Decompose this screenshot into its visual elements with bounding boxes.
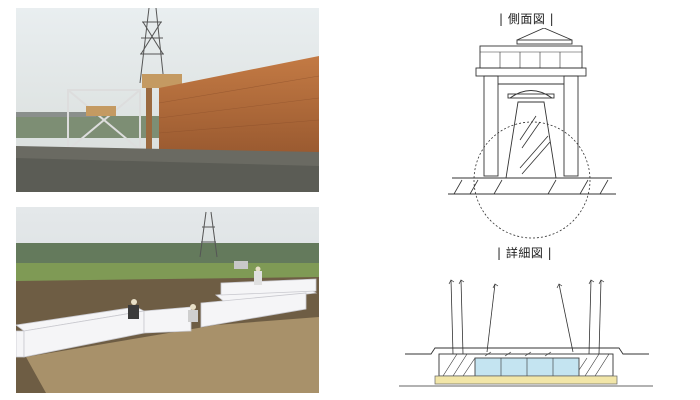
side-view-label: | 側面図 | <box>499 12 555 26</box>
power-tower-icon <box>139 8 165 84</box>
side-view-drawing <box>440 27 625 242</box>
side-view-drawing-svg <box>448 27 616 239</box>
detail-view-drawing-svg <box>399 279 653 387</box>
workers <box>128 266 262 322</box>
photo-top-image <box>16 8 319 192</box>
photo-reconstructed-gate-and-wall <box>16 8 319 192</box>
photo-construction-foam-blocks <box>16 207 319 393</box>
detail-view-drawing <box>395 272 657 394</box>
foam-blocks <box>16 278 318 358</box>
detail-view-label: | 詳細図 | <box>497 246 553 260</box>
photo-bottom-image <box>16 207 319 393</box>
